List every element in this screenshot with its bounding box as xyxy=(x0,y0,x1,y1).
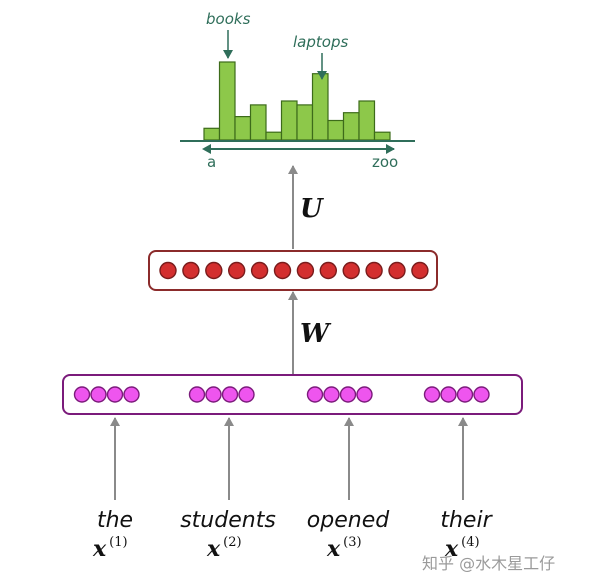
embedding-neuron xyxy=(306,386,324,403)
histogram-bar xyxy=(265,131,283,141)
embedding-neuron xyxy=(238,386,255,403)
laptops-annotation: laptops xyxy=(293,33,348,51)
hidden-neuron xyxy=(388,261,406,280)
embedding-neuron xyxy=(106,386,124,403)
output-distribution-histogram xyxy=(203,61,391,141)
hidden-neuron xyxy=(250,261,269,280)
embedding-neuron xyxy=(356,386,373,403)
embedding-neuron xyxy=(90,386,107,403)
embedding-neuron xyxy=(473,386,490,403)
embedding-neuron xyxy=(188,386,206,403)
input-vector-1: x(1) xyxy=(92,535,128,562)
matrix-w-label: W xyxy=(300,319,332,349)
input-word-1: the xyxy=(97,508,133,533)
input-vector-2: x(2) xyxy=(206,535,242,562)
histogram-bar xyxy=(311,73,329,141)
hidden-neuron xyxy=(227,261,246,280)
histogram-bar xyxy=(296,104,314,141)
watermark: 知乎 @水木星工仔 xyxy=(422,554,555,573)
histogram-bar xyxy=(218,61,236,141)
histogram-bar xyxy=(249,104,267,141)
embedding-layer-neurons xyxy=(73,386,490,403)
hidden-neuron xyxy=(296,261,315,280)
hidden-neuron xyxy=(205,261,223,280)
embedding-neuron xyxy=(339,386,357,403)
hidden-layer-box xyxy=(148,250,438,291)
matrix-u-label: U xyxy=(300,194,324,224)
input-word-4: their xyxy=(440,508,493,533)
input-word-2: students xyxy=(180,508,276,533)
histogram-bar xyxy=(280,100,298,141)
histogram-bar xyxy=(327,119,345,141)
input-vector-4: x(4) xyxy=(444,535,480,562)
input-vector-3: x(3) xyxy=(326,535,362,562)
embedding-neuron xyxy=(440,386,457,403)
hidden-neuron xyxy=(273,261,292,280)
embedding-neuron xyxy=(323,386,340,403)
hidden-neuron xyxy=(182,261,200,280)
hidden-neuron xyxy=(159,261,177,280)
embedding-neuron xyxy=(221,386,239,403)
hidden-neuron xyxy=(319,261,337,280)
embedding-neuron xyxy=(73,386,91,403)
histogram-bar xyxy=(373,131,391,141)
histogram-bar xyxy=(342,112,360,141)
embedding-layer-box xyxy=(62,374,523,415)
vocab-axis-start-label: a xyxy=(207,153,216,171)
vocab-axis-end-label: zoo xyxy=(372,153,398,171)
histogram-bar xyxy=(203,127,221,141)
embedding-neuron xyxy=(123,386,140,403)
hidden-neuron xyxy=(365,261,383,280)
hidden-neuron xyxy=(411,261,429,280)
histogram-bar xyxy=(234,115,252,141)
books-annotation: books xyxy=(206,10,251,28)
input-word-3: opened xyxy=(307,508,390,533)
hidden-layer-neurons xyxy=(159,261,429,280)
hidden-neuron xyxy=(342,261,360,280)
embedding-neuron xyxy=(456,386,474,403)
embedding-neuron xyxy=(423,386,441,403)
histogram-bar xyxy=(358,100,376,141)
embedding-neuron xyxy=(205,386,222,403)
